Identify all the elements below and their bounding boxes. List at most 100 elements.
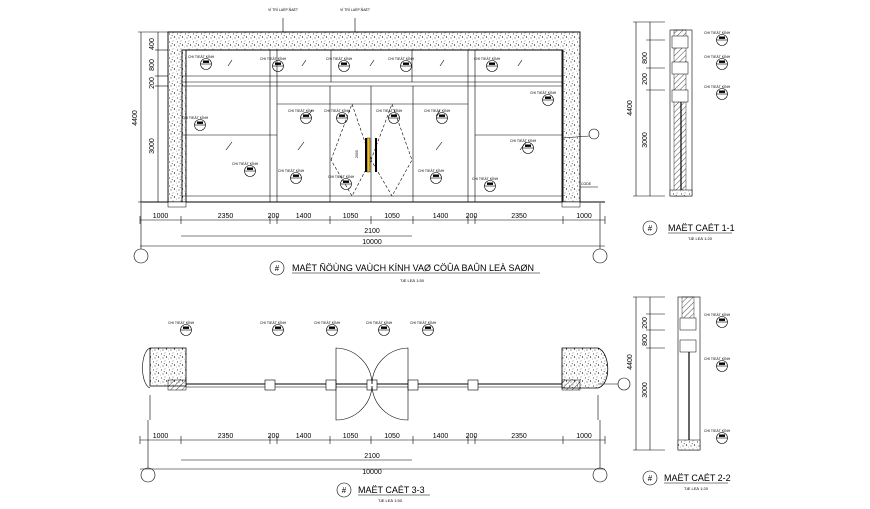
detail-callout-15-label: CHI TIEÁT KÍNH: [472, 177, 499, 181]
elevation-dim-1: 2350: [218, 213, 234, 220]
s22-callout-2-label: CHI TIEÁT KÍNH: [704, 429, 731, 433]
s33-marker: #: [342, 486, 347, 495]
s11-callout-0-label: CHI TIEÁT KÍNH: [704, 31, 731, 35]
detail-callouts: CHI TIEÁT KÍNH CHI TIEÁT KÍNH CHI TIEÁT KÍ…: [182, 55, 557, 192]
plan-dim-8: 2350: [511, 433, 527, 440]
plan-dim-6: 1400: [433, 433, 449, 440]
elevation-vertical-dims: 400 800 200 3000 4400: [132, 31, 168, 203]
door-height-label: 2000: [355, 150, 359, 158]
dim-2100: 2100: [364, 228, 380, 235]
vdim-200: 200: [149, 77, 156, 89]
plan-dim-7: 200: [466, 433, 478, 440]
s22-callout-1-label: CHI TIEÁT KÍNH: [704, 357, 731, 361]
s33-callout-1: CHI TIEÁT KÍNH: [260, 321, 287, 336]
elevation-dim-6: 1400: [433, 213, 449, 220]
s11-vdim-total: 4400: [627, 100, 634, 116]
detail-callout-6-label: CHI TIEÁT KÍNH: [288, 109, 315, 113]
s11-callout-0: CHI TIEÁT KÍNH: [704, 31, 731, 46]
detail-callout-4-label: CHI TIEÁT KÍNH: [474, 57, 501, 61]
detail-callout-4: CHI TIEÁT KÍNH: [474, 57, 501, 72]
elevation-marker: #: [275, 264, 280, 273]
s33-callout-3: CHI TIEÁT KÍNH: [366, 321, 393, 336]
glass-wall-frame: [181, 49, 564, 203]
detail-callout-5: CHI TIEÁT KÍNH: [182, 116, 209, 131]
location-tag-1: VÍ TRÍ LAÉP ÑAËT: [268, 7, 299, 12]
s22-callout-2: CHI TIEÁT KÍNH: [704, 429, 731, 444]
detail-callout-10: CHI TIEÁT KÍNH: [530, 91, 557, 106]
s22-callout-0: CHI TIEÁT KÍNH: [704, 313, 731, 328]
detail-callout-7: CHI TIEÁT KÍNH: [324, 109, 351, 124]
vdim-800: 800: [149, 59, 156, 71]
elevation-dim-0: 1000: [153, 213, 169, 220]
detail-callout-16-label: CHI TIEÁT KÍNH: [510, 139, 537, 143]
s11-vdim-3000: 3000: [642, 132, 649, 148]
plan-dim-2100: 2100: [364, 453, 380, 460]
plan-dim-9: 1000: [576, 433, 592, 440]
vdim-3000: 3000: [149, 138, 156, 154]
detail-callout-15: CHI TIEÁT KÍNH: [472, 177, 499, 192]
s22-vdim-200: 200: [642, 317, 649, 329]
s33-callout-0-label: CHI TIEÁT KÍNH: [168, 321, 195, 325]
s11-vdim-200: 200: [642, 73, 649, 85]
elevation-dim-5: 1050: [384, 213, 400, 220]
s11-marker: #: [648, 224, 653, 233]
detail-callout-16: CHI TIEÁT KÍNH: [510, 139, 537, 154]
s22-callout-1: CHI TIEÁT KÍNH: [704, 357, 731, 372]
dim-10000: 10000: [362, 239, 382, 246]
s33-callout-0: CHI TIEÁT KÍNH: [168, 321, 195, 336]
detail-callout-1-label: CHI TIEÁT KÍNH: [260, 57, 287, 61]
plan-dim-3: 1400: [296, 433, 312, 440]
detail-callout-0: CHI TIEÁT KÍNH: [188, 55, 215, 70]
section-3-3-title-block: # MAËT CAÉT 3-3 TÆ LEÄ 1:50: [336, 482, 430, 503]
detail-callout-12: CHI TIEÁT KÍNH: [278, 169, 305, 184]
plan-dim-2: 200: [268, 433, 280, 440]
detail-callout-6: CHI TIEÁT KÍNH: [288, 109, 315, 124]
s22-callout-0-label: CHI TIEÁT KÍNH: [704, 313, 731, 317]
s11-callout-1-label: CHI TIEÁT KÍNH: [704, 55, 731, 59]
s33-callout-4: CHI TIEÁT KÍNH: [410, 321, 437, 336]
detail-callout-9: CHI TIEÁT KÍNH: [424, 109, 451, 124]
elevation-dim-4: 1050: [343, 213, 359, 220]
detail-callout-7-label: CHI TIEÁT KÍNH: [324, 109, 351, 113]
detail-callout-14: CHI TIEÁT KÍNH: [418, 169, 445, 184]
plan-dim-4: 1050: [343, 433, 359, 440]
detail-callout-13: CHI TIEÁT KÍNH: [328, 175, 355, 190]
detail-callout-8: CHI TIEÁT KÍNH: [376, 109, 403, 124]
s33-callout-2-label: CHI TIEÁT KÍNH: [314, 321, 341, 325]
detail-callout-11: CHI TIEÁT KÍNH: [232, 162, 259, 177]
vdim-total-4400: 4400: [132, 110, 139, 126]
detail-callout-12-label: CHI TIEÁT KÍNH: [278, 169, 305, 173]
elevation-dim-2: 200: [268, 213, 280, 220]
s33-title: MAËT CAÉT 3-3: [358, 485, 425, 495]
elevation-dim-9: 1000: [576, 213, 592, 220]
elevation-title: MAËT ÑÖÙNG VAÙCH KÍNH VAØ CÖÛA BAÛN LEÀ …: [292, 263, 534, 273]
plan-dim-0: 1000: [153, 433, 169, 440]
plan-dim-5: 1050: [384, 433, 400, 440]
detail-callout-3: CHI TIEÁT KÍNH: [388, 57, 415, 72]
location-tag-2: VÍ TRÍ LAÉP ÑAËT: [340, 7, 371, 12]
elevation-scale: TÆ LEÄ 1:50: [400, 278, 425, 283]
detail-callout-11-label: CHI TIEÁT KÍNH: [232, 162, 259, 166]
detail-callout-8-label: CHI TIEÁT KÍNH: [376, 109, 403, 113]
section-3-3: CHI TIEÁT KÍNH CHI TIEÁT KÍNH CHI TIEÁT KÍ…: [142, 321, 631, 421]
detail-callout-9-label: CHI TIEÁT KÍNH: [424, 109, 451, 113]
s33-callout-3-label: CHI TIEÁT KÍNH: [366, 321, 393, 325]
s11-title: MAËT CAÉT 1-1: [668, 223, 735, 233]
plan-dim-10000: 10000: [362, 469, 382, 476]
detail-callout-13-label: CHI TIEÁT KÍNH: [328, 175, 355, 179]
elevation-title-block: # MAËT ÑÖÙNG VAÙCH KÍNH VAØ CÖÛA BAÛN LE…: [269, 260, 540, 283]
plan-horizontal-dims: 2100 10000 1000 2350 200 1400 1050 1050 1400 20…: [139, 420, 608, 483]
s22-title: MAËT CAÉT 2-2: [664, 473, 731, 483]
s11-scale: TÆ LEÄ 1:20: [688, 236, 713, 241]
elevation-dim-8: 2350: [511, 213, 527, 220]
s33-callout-4-label: CHI TIEÁT KÍNH: [410, 321, 437, 325]
detail-callout-2: CHI TIEÁT KÍNH: [326, 57, 353, 72]
detail-callout-3-label: CHI TIEÁT KÍNH: [388, 57, 415, 61]
s22-scale: TÆ LEÄ 1:20: [684, 486, 709, 491]
s22-vdim-3000: 3000: [642, 382, 649, 398]
s22-vdim-800: 800: [642, 334, 649, 346]
